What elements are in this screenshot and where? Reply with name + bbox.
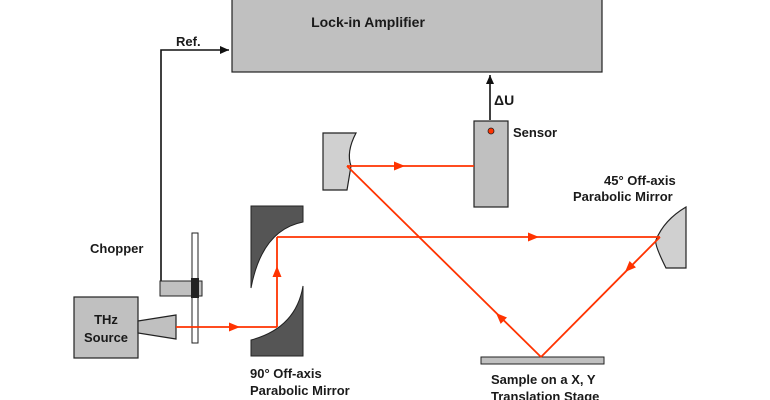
beam-arrow-4 — [394, 161, 405, 171]
thz-beam-path — [176, 165, 661, 358]
sensor-box — [473, 120, 509, 208]
sample-label-line2: Translation Stage — [491, 389, 599, 400]
mirror-90-lower — [250, 285, 304, 357]
beam-arrow-6 — [496, 313, 507, 324]
mirror90-label-line2: Parabolic Mirror — [250, 383, 350, 398]
beam-arrow-2 — [272, 266, 282, 277]
beam-sample-to-top-mirror — [346, 165, 542, 358]
ref-label: Ref. — [176, 34, 201, 49]
chopper-label: Chopper — [90, 241, 143, 256]
delta-u-label: ΔU — [494, 92, 514, 108]
sample-label-line1: Sample on a X, Y — [491, 372, 596, 387]
beam-arrow-1 — [229, 322, 240, 332]
source-label-line2: Source — [84, 330, 128, 345]
beam-direction-arrows — [229, 161, 636, 332]
reference-line — [160, 46, 229, 281]
top-parabolic-mirror — [322, 132, 357, 191]
beam-arrow-5 — [625, 261, 636, 272]
lockin-amplifier-box — [231, 0, 603, 73]
sensor-label: Sensor — [513, 125, 557, 140]
mirror90-label-line1: 90° Off-axis — [250, 366, 322, 381]
beam-45-mirror-to-sample — [540, 236, 661, 358]
chopper-hub — [191, 278, 199, 298]
sample-stage — [480, 356, 605, 365]
mirror45-label-line2: Parabolic Mirror — [573, 189, 673, 204]
source-label-line1: THz — [94, 312, 118, 327]
beam-arrow-3 — [528, 232, 539, 242]
mirror45-label-line1: 45° Off-axis — [604, 173, 676, 188]
thz-source-horn — [137, 314, 177, 340]
thz-source-box — [73, 296, 139, 359]
lockin-amplifier-label: Lock-in Amplifier — [311, 14, 425, 30]
mirror-90-upper — [250, 205, 304, 289]
sensor-dot — [487, 127, 495, 135]
